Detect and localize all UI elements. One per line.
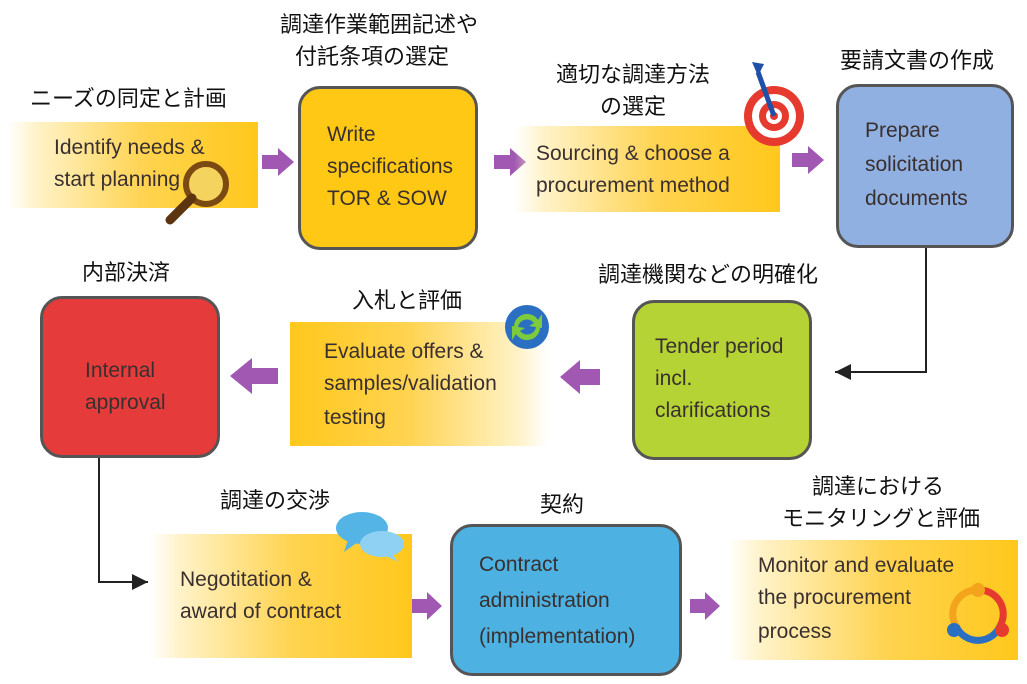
arrow-evaluate-to-internal xyxy=(230,358,278,394)
prepare-line1: Prepare xyxy=(865,119,940,142)
target-icon xyxy=(744,62,804,146)
magnifier-icon xyxy=(165,161,229,225)
internal-line1: Internal xyxy=(85,359,156,382)
connector-prepare-to-tender xyxy=(835,247,927,380)
contract-line1: Contract xyxy=(479,553,559,576)
write-jp-label1: 調達作業範囲記述や xyxy=(280,13,479,38)
tender-line3: clarifications xyxy=(655,399,771,422)
tender-line2: incl. xyxy=(655,367,693,390)
contract-jp-label: 契約 xyxy=(540,493,585,518)
monitor-jp-label1: 調達における xyxy=(812,475,945,500)
monitor-jp-label2: モニタリングと評価 xyxy=(782,507,981,532)
arrow-sourcing-to-prepare xyxy=(792,146,824,174)
evaluate-offers-step: Evaluate offers & samples/validation tes… xyxy=(290,322,548,446)
write-line3: TOR & SOW xyxy=(327,187,447,210)
prepare-solicitation-step: Prepare solicitation documents xyxy=(836,84,1014,248)
internal-jp-label: 内部決済 xyxy=(82,261,171,286)
evaluate-line3: testing xyxy=(324,406,386,429)
sourcing-jp-label2: の選定 xyxy=(600,95,667,120)
sourcing-line2: procurement method xyxy=(536,174,730,197)
tender-line1: Tender period xyxy=(655,335,784,358)
write-line1: Write xyxy=(327,123,376,146)
tender-period-step: Tender period incl. clarifications xyxy=(632,300,812,460)
monitor-line2: the procurement xyxy=(758,586,911,609)
contract-line3: (implementation) xyxy=(479,625,636,648)
arrow-negotiation-to-contract xyxy=(412,592,442,620)
negotiation-step: Negotitation & award of contract xyxy=(150,534,412,658)
identify-line2: start planning xyxy=(54,168,181,191)
people-circle-icon xyxy=(947,583,1009,644)
arrow-tender-to-evaluate xyxy=(560,360,600,394)
sourcing-step: Sourcing & choose a procurement method xyxy=(514,126,780,212)
monitor-line1: Monitor and evaluate xyxy=(758,554,955,577)
speech-bubbles-icon xyxy=(336,512,404,562)
connector-internal-to-negotiation xyxy=(98,457,148,590)
write-line2: specifications xyxy=(327,155,454,178)
arrow-contract-to-monitor xyxy=(690,592,720,620)
refresh-icon xyxy=(505,305,549,349)
arrow-identify-to-write xyxy=(262,148,294,176)
evaluate-line2: samples/validation xyxy=(324,372,497,395)
negotiation-line2: award of contract xyxy=(180,600,342,623)
prepare-jp-label: 要請文書の作成 xyxy=(840,49,995,74)
prepare-line2: solicitation xyxy=(865,153,964,176)
internal-approval-step: Internal approval xyxy=(40,296,220,458)
monitor-line3: process xyxy=(758,620,832,643)
write-jp-label2: 付託条項の選定 xyxy=(295,45,450,70)
internal-line2: approval xyxy=(85,391,166,414)
negotiation-jp-label: 調達の交渉 xyxy=(220,489,331,514)
identify-jp-label: ニーズの同定と計画 xyxy=(30,87,227,112)
evaluate-line1: Evaluate offers & xyxy=(324,340,484,363)
identify-line1: Identify needs & xyxy=(54,136,205,159)
prepare-line3: documents xyxy=(865,187,968,210)
tender-jp-label: 調達機関などの明確化 xyxy=(598,263,819,288)
negotiation-line1: Negotitation & xyxy=(180,568,312,591)
sourcing-line1: Sourcing & choose a xyxy=(536,142,730,165)
write-specifications-step: Write specifications TOR & SOW xyxy=(298,86,478,250)
contract-administration-step: Contract administration (implementation) xyxy=(450,524,682,676)
contract-line2: administration xyxy=(479,589,610,612)
evaluate-jp-label: 入札と評価 xyxy=(352,289,463,314)
sourcing-jp-label1: 適切な調達方法 xyxy=(556,63,711,88)
